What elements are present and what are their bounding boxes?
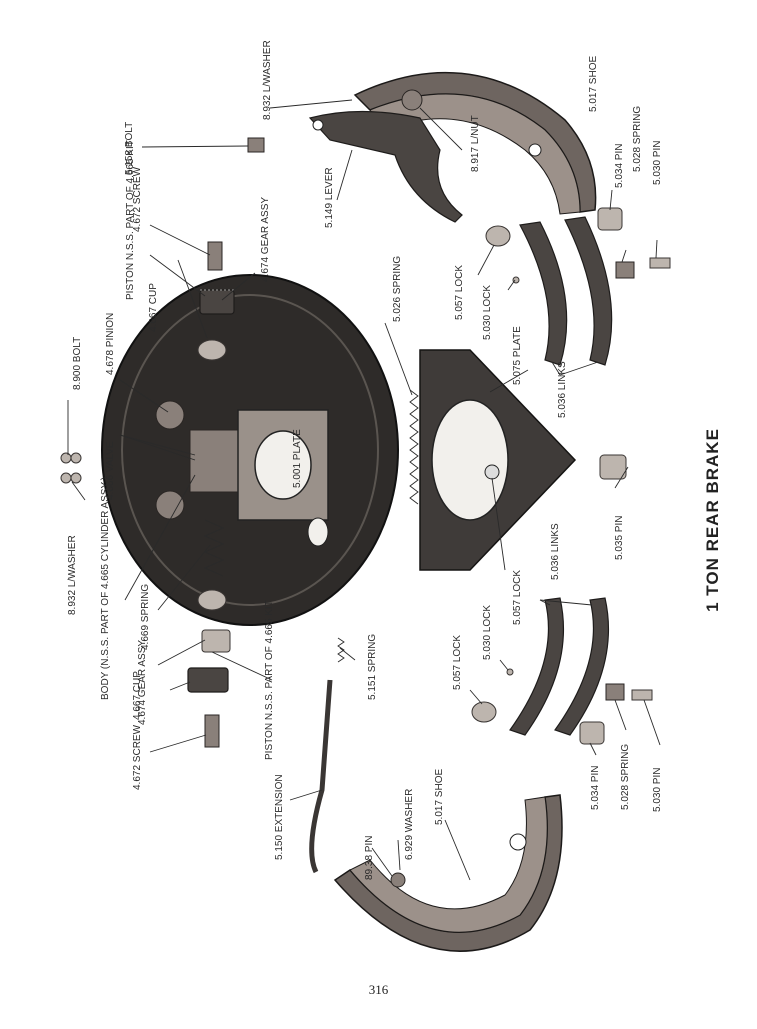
label-valve: 4.666 VALVE [105, 441, 116, 500]
label-washer-top: 8.932 L/WASHER [262, 40, 273, 120]
label-screw-bottom: 4.672 SCREW [132, 724, 143, 790]
label-screw-top: 4.672 SCREW [132, 166, 143, 232]
pin-035-part [599, 454, 627, 480]
label-lock-057-mid: 5.057 LOCK [512, 570, 523, 625]
label-piston-bottom: PISTON N.S.S. PART OF 4.665 KIT [264, 600, 275, 760]
label-washer-929: 6.929 WASHER [404, 789, 415, 860]
bolt-part [247, 137, 265, 153]
label-gear-top: 4.674 GEAR ASSY [260, 197, 271, 282]
label-shoe-bottom: 5.017 SHOE [434, 769, 445, 825]
screw-bottom-part [204, 714, 220, 748]
label-pin-035: 5.035 PIN [614, 516, 625, 560]
label-cup-bottom: 4.667 CUP [132, 671, 143, 720]
pins-bottom-part [579, 683, 653, 745]
label-lock-057-bottom: 5.057 LOCK [452, 635, 463, 690]
label-bolt: 5.158 BOLT [124, 122, 135, 175]
label-cup-top: 4.667 CUP [148, 283, 159, 332]
label-lever: 5.149 LEVER [324, 167, 335, 228]
label-pin-8938: 89.38 PIN [364, 836, 375, 880]
label-shoe-top: 5.017 SHOE [588, 56, 599, 112]
leader-lines [67, 99, 661, 881]
pins-top-part [597, 207, 671, 279]
backing-plate [101, 274, 399, 626]
label-gear-bottom: 4.674 GEAR ASSY. [137, 638, 148, 725]
label-nut: 8.917 L/NUT [470, 115, 481, 172]
label-body: BODY (N.S.S. PART OF 4.665 CYLINDER ASSY… [100, 477, 111, 700]
washers-part [60, 452, 82, 484]
links-top-part [519, 216, 613, 366]
label-pin-top1: 5.034 PIN [614, 144, 625, 188]
label-plate-001: 5.001 PLATE [292, 429, 303, 488]
screw-top-part [207, 241, 223, 271]
links-bottom-part [509, 597, 610, 736]
label-piston-top: PISTON N.S.S. PART OF 4.665 KIT [125, 140, 136, 300]
label-pinion: 4.678 PINION [105, 313, 116, 375]
brake-shoe-bottom [333, 794, 563, 952]
label-bolt-900: 8.900 BOLT [72, 337, 83, 390]
label-links-bottom: 5.036 LINKS [550, 523, 561, 580]
label-spring-151: 5.151 SPRING [367, 634, 378, 700]
brake-shoe-top [353, 71, 597, 215]
gear-assy-bottom [187, 667, 229, 693]
label-extension: 5.150 EXTENSION [274, 774, 285, 860]
label-lock-030-top: 5.030 LOCK [482, 285, 493, 340]
cup-bottom-part [201, 629, 231, 653]
label-pin-bottom2: 5.030 PIN [652, 768, 663, 812]
page-number: 316 [368, 982, 389, 997]
label-spring-bottom: 5.028 SPRING [620, 744, 631, 810]
label-washer-left: 8.932 L/WASHER [67, 535, 78, 615]
label-plate-075: 5.075 PLATE [512, 326, 523, 385]
label-lock-030-bottom: 5.030 LOCK [482, 605, 493, 660]
spring-151-part [337, 637, 345, 663]
page-title: 1 TON REAR BRAKE [703, 428, 722, 612]
extension-part [309, 679, 333, 874]
part-labels: 5.017 SHOE 8.932 L/WASHER 8.917 L/NUT 5.… [67, 40, 663, 880]
label-spring-669: 4.669 SPRING [140, 584, 151, 650]
title-container: 1 TON REAR BRAKE [698, 410, 728, 630]
lever-part [308, 110, 463, 223]
label-pin-top2: 5.030 PIN [652, 141, 663, 185]
label-spring-top: 5.028 SPRING [632, 106, 643, 172]
label-lock-057-top: 5.057 LOCK [454, 265, 465, 320]
center-plate-part [419, 349, 577, 571]
locks-bottom-part [471, 668, 514, 723]
spring-026-part [409, 389, 419, 505]
gear-assy-top [199, 289, 235, 315]
locks-top-part [485, 225, 520, 284]
label-spring-026: 5.026 SPRING [392, 256, 403, 322]
label-pin-bottom1: 5.034 PIN [590, 766, 601, 810]
label-links-top: 5.036 LINKS [557, 361, 568, 418]
